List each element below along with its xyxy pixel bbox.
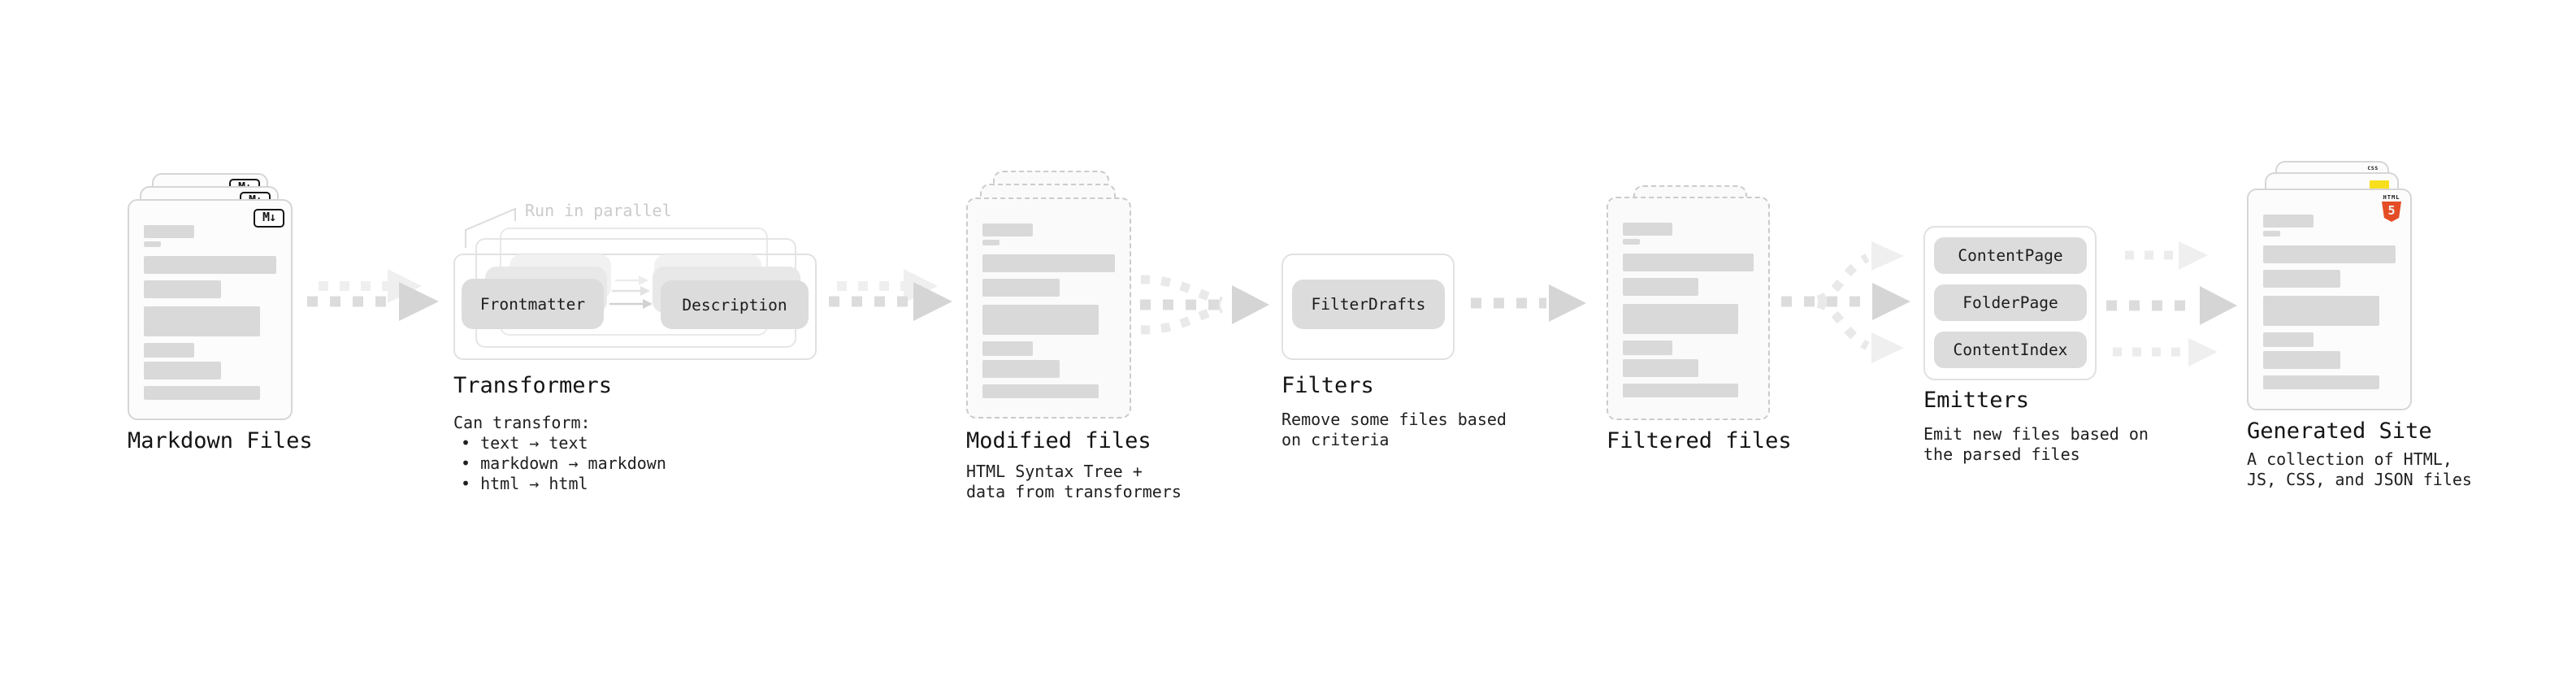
- modified-files-title: Modified files: [966, 428, 1151, 453]
- skeleton-bar: [144, 362, 221, 380]
- arrow-transformers-to-modified: [829, 269, 952, 321]
- run-in-parallel-callout-line: [465, 207, 516, 248]
- skeleton-bar: [982, 240, 1000, 245]
- arrow-filtered-to-emitters: [1781, 241, 1910, 363]
- skeleton-bar: [2263, 231, 2281, 236]
- contentindex-pill: ContentIndex: [1934, 332, 2087, 368]
- arrow-markdown-to-transformers: [307, 269, 439, 321]
- skeleton-bar: [1623, 254, 1754, 271]
- transformers-bullet: • text → text: [461, 433, 588, 453]
- markdown-icon: M↓: [254, 209, 284, 228]
- emitters-description: Emit new files based on the parsed files: [1923, 424, 2149, 464]
- skeleton-bar: [982, 279, 1060, 297]
- skeleton-bar: [982, 254, 1115, 272]
- filterdrafts-pill: FilterDrafts: [1292, 280, 1445, 329]
- skeleton-bar: [2263, 245, 2396, 263]
- filters-title: Filters: [1281, 373, 1374, 398]
- skeleton-bar: [2263, 332, 2314, 347]
- transformer-parallel-arrows: [609, 275, 653, 309]
- html5-icon: HTML 5: [2381, 194, 2402, 222]
- transformers-title: Transformers: [453, 373, 613, 398]
- skeleton-bar: [144, 256, 276, 274]
- skeleton-bar: [1623, 223, 1673, 236]
- skeleton-bar: [1623, 239, 1640, 245]
- html5-shield: 5: [2382, 202, 2401, 222]
- skeleton-bar: [2263, 270, 2340, 288]
- filters-description: Remove some files based on criteria: [1281, 410, 1507, 449]
- filtered-files-title: Filtered files: [1607, 428, 1792, 453]
- run-in-parallel-note: Run in parallel: [525, 201, 672, 220]
- arrow-filters-to-filtered: [1471, 284, 1586, 322]
- transformers-description: Can transform: • text → text • markdown …: [453, 413, 666, 494]
- skeleton-bar: [982, 384, 1099, 398]
- contentpage-pill: ContentPage: [1934, 237, 2087, 274]
- skeleton-bar: [1623, 278, 1699, 296]
- generated-file-card-front: HTML 5: [2247, 189, 2412, 410]
- skeleton-bar: [1623, 384, 1738, 397]
- skeleton-bar: [144, 280, 221, 298]
- skeleton-bar: [1623, 340, 1673, 355]
- skeleton-bar: [982, 341, 1033, 356]
- emitters-box: [1923, 226, 2097, 380]
- filtered-file-card-front: [1607, 197, 1770, 420]
- skeleton-bar: [2263, 351, 2340, 369]
- skeleton-bar: [1623, 359, 1699, 377]
- skeleton-bar: [982, 360, 1060, 378]
- frontmatter-pill: Frontmatter: [462, 279, 604, 329]
- arrow-modified-to-filters: [1140, 275, 1269, 335]
- skeleton-bar: [144, 241, 162, 247]
- skeleton-bar: [2263, 375, 2380, 389]
- markdown-files-title: Markdown Files: [128, 428, 313, 453]
- modified-files-description: HTML Syntax Tree + data from transformer…: [966, 462, 1182, 501]
- skeleton-bar: [144, 386, 261, 400]
- markdown-file-card-front: M↓: [128, 199, 293, 420]
- skeleton-bar: [144, 225, 194, 238]
- skeleton-bar: [2263, 296, 2380, 326]
- transformers-bullet: • markdown → markdown: [461, 453, 666, 473]
- filters-box: [1281, 254, 1455, 360]
- skeleton-bar: [982, 223, 1033, 236]
- modified-file-card-front: [966, 197, 1131, 419]
- transformers-bullet: • html → html: [461, 474, 588, 493]
- description-pill: Description: [661, 280, 809, 329]
- generated-site-description: A collection of HTML, JS, CSS, and JSON …: [2247, 449, 2472, 489]
- skeleton-bar: [982, 305, 1099, 335]
- emitters-title: Emitters: [1923, 388, 2030, 413]
- skeleton-bar: [2263, 215, 2314, 228]
- skeleton-bar: [1623, 304, 1738, 334]
- skeleton-bar: [144, 343, 194, 358]
- arrow-emitters-to-generated: [2106, 241, 2237, 367]
- skeleton-bar: [144, 306, 261, 336]
- transformers-desc-title: Can transform:: [453, 413, 591, 432]
- transformer-box-front: [453, 254, 817, 360]
- generated-site-title: Generated Site: [2247, 419, 2432, 444]
- folderpage-pill: FolderPage: [1934, 284, 2087, 321]
